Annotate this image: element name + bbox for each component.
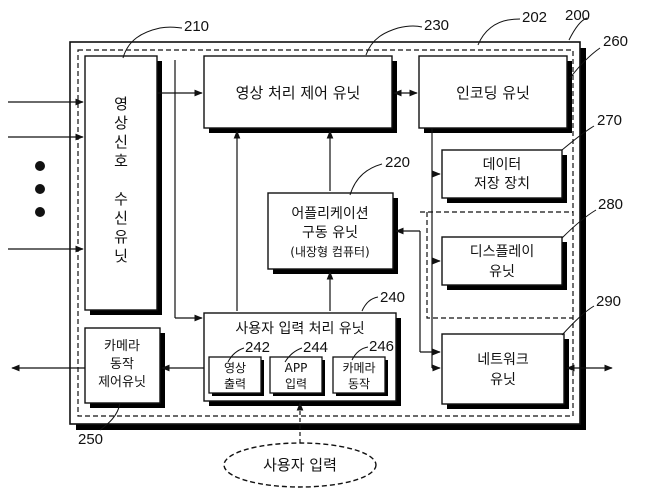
reference-leaders (99, 17, 601, 431)
block-encoding-260 (418, 55, 572, 133)
receiver-char: 신 (114, 133, 128, 151)
camera-control-line2: 동작 (110, 357, 134, 372)
block-network-290 (441, 333, 569, 409)
app-label-line1: 어플리케이션 (291, 206, 368, 222)
ref-244: 244 (303, 339, 328, 356)
block-image-control-230 (203, 55, 397, 133)
receiver-char: 수 (114, 190, 128, 208)
receiver-char: 영 (114, 95, 128, 113)
sub-image-line2: 출력 (224, 377, 246, 391)
camera-control-line1: 카메라 (104, 339, 140, 354)
storage-label-line2: 저장 장치 (474, 176, 530, 192)
receiver-char: 유 (114, 228, 128, 246)
block-camera-control-250 (84, 327, 165, 408)
receiver-char: 호 (114, 152, 128, 170)
block-storage-270 (441, 149, 567, 203)
receiver-char: 상 (114, 114, 128, 132)
input-processing-label: 사용자 입력 처리 유닛 (235, 321, 364, 337)
ref-246: 246 (369, 338, 394, 355)
ref-260: 260 (603, 33, 628, 50)
block-receiver-210 (84, 55, 162, 315)
user-input-label: 사용자 입력 (263, 456, 337, 474)
network-label-line2: 유닛 (490, 372, 516, 388)
ref-240: 240 (380, 289, 405, 306)
block-app-220 (267, 192, 398, 274)
receiver-char: 신 (114, 209, 128, 227)
connectors (8, 60, 613, 443)
ref-270: 270 (597, 112, 622, 129)
camera-control-line3: 제어유닛 (98, 375, 146, 390)
receiver-text: 영 상 신 호 수 신 유 닛 (114, 95, 128, 265)
display-label-line2: 유닛 (489, 264, 515, 280)
sub-camera-line1: 카메라 (342, 361, 375, 375)
ref-290: 290 (596, 293, 621, 310)
sub-block-camera-246 (332, 356, 388, 396)
ref-202: 202 (522, 9, 547, 26)
ellipsis-dots (35, 161, 45, 217)
sub-image-line1: 영상 (224, 361, 246, 375)
encoding-label: 인코딩 유닛 (456, 84, 530, 102)
image-control-label: 영상 처리 제어 유닛 (236, 84, 361, 102)
network-label-line1: 네트워크 (477, 352, 529, 368)
ref-230: 230 (424, 17, 449, 34)
block-display-280 (441, 236, 567, 290)
sub-block-image-242 (208, 356, 264, 396)
receiver-char: 닛 (114, 247, 128, 265)
app-label-line2: 구동 유닛 (302, 225, 358, 241)
app-label-line3: (내장형 컴퓨터) (290, 245, 369, 259)
inner-dashed-frame-202 (77, 49, 574, 417)
sub-camera-line2: 동작 (348, 377, 370, 391)
sub-block-app-244 (269, 356, 325, 396)
ref-250: 250 (78, 431, 103, 448)
ref-200: 200 (565, 7, 590, 24)
storage-label-line1: 데이터 (483, 157, 522, 173)
sub-app-line2: 입력 (285, 377, 307, 391)
display-label-line1: 디스플레이 (470, 244, 534, 260)
ref-220: 220 (385, 154, 410, 171)
dashed-group-display (420, 211, 573, 319)
sub-app-line1: APP (285, 361, 308, 375)
ref-210: 210 (184, 18, 209, 35)
ref-280: 280 (598, 196, 623, 213)
ref-242: 242 (245, 339, 270, 356)
